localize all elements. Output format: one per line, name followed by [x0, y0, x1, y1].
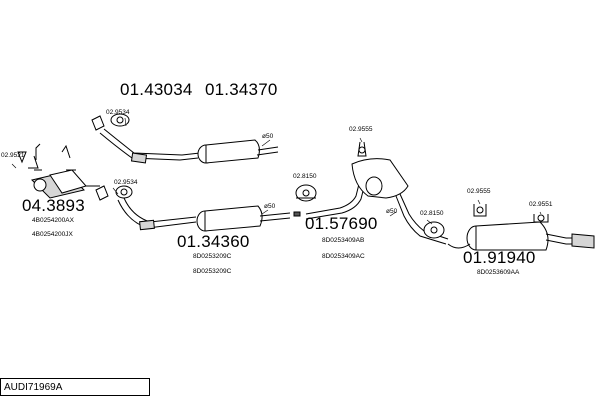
middle-silencer — [351, 158, 449, 245]
part-number-front-pipe-top: 01.43034 — [120, 80, 193, 99]
hanger-c-icon — [533, 214, 549, 223]
hanger-pair-a-icon — [34, 143, 76, 171]
oem-front-silencer-1: 8D0253209C — [193, 253, 232, 260]
reference-box: AUDI71969A — [0, 378, 150, 396]
clamp-a-icon — [295, 184, 317, 202]
upper-front-pipe — [99, 128, 201, 164]
part-number-middle-silencer: 01.57690 — [305, 214, 378, 233]
diameter-label-1: ø50 — [262, 133, 274, 140]
leader-lines — [11, 117, 542, 225]
rear-silencer — [447, 221, 595, 251]
part-number-rear-silencer: 01.91940 — [463, 248, 536, 267]
fitting-hanger-c: 02.9551 — [529, 201, 553, 208]
lower-front-pipe — [117, 197, 197, 231]
gasket-c-icon — [95, 185, 133, 201]
hanger-b-icon — [473, 204, 487, 217]
catalyst-converter — [31, 169, 100, 199]
hanger-a-icon — [357, 141, 367, 157]
middle-pipe — [305, 179, 366, 220]
fitting-hanger-a: 02.9555 — [349, 126, 373, 133]
diameter-label-3: ø50 — [386, 208, 398, 215]
fitting-gasket-b: 02.9534 — [106, 109, 130, 116]
gasket-a-icon — [17, 151, 39, 169]
fitting-hanger-b: 02.9555 — [467, 188, 491, 195]
fitting-clamp-a: 02.8150 — [293, 173, 317, 180]
oem-catalyst-1: 4B0254200AX — [32, 217, 74, 224]
fitting-gasket-a: 02.9521 — [1, 152, 25, 159]
front-silencer — [196, 205, 301, 232]
part-number-catalyst: 04.3893 — [22, 196, 85, 215]
fitting-clamp-b: 02.8150 — [420, 210, 444, 217]
part-number-front-silencer: 01.34360 — [177, 232, 250, 251]
fitting-gasket-c: 02.9534 — [114, 179, 138, 186]
reference-code: AUDI71969A — [4, 382, 63, 393]
clamp-b-icon — [423, 221, 445, 239]
diameter-label-2: ø50 — [264, 203, 276, 210]
oem-middle-silencer-2: 8D0253409AC — [322, 253, 365, 260]
oem-rear-silencer-1: 8D0253609AA — [477, 269, 520, 276]
part-number-front-pipe-top-alt: 01.34370 — [205, 80, 278, 99]
oem-front-silencer-2: 8D0253209C — [193, 268, 232, 275]
gasket-b-icon — [91, 113, 130, 131]
oem-middle-silencer-1: 8D0253409AB — [322, 237, 365, 244]
upper-silencer — [197, 139, 279, 164]
oem-catalyst-2: 4B0254200JX — [32, 231, 73, 238]
